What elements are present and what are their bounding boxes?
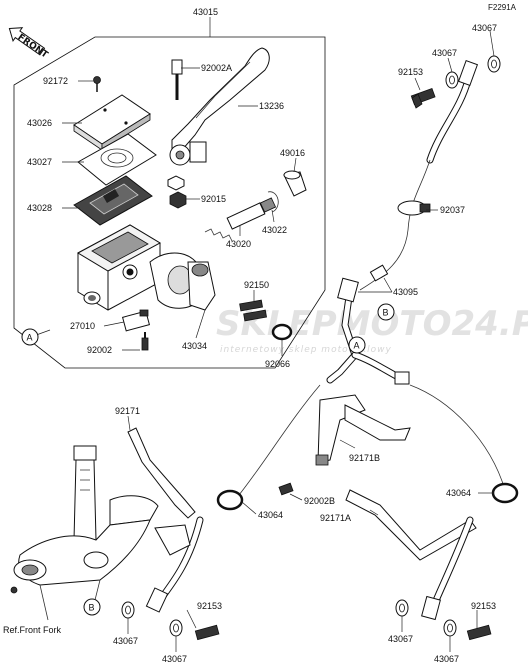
label-43067-bottom-right-lower: 43067	[434, 654, 459, 664]
grommet-icon	[216, 489, 244, 511]
circlip-icon	[267, 191, 279, 213]
washer-icon	[445, 71, 459, 89]
front-arrow-icon: FRONT	[8, 27, 51, 61]
label-43064-right: 43064	[446, 488, 471, 498]
label-43022: 43022	[262, 225, 287, 235]
washer-icon	[443, 619, 457, 637]
banjo-bolt-icon	[466, 624, 492, 641]
front-fork-icon	[10, 445, 159, 621]
label-92171b: 92171B	[349, 453, 380, 463]
screw-icon	[141, 332, 149, 351]
washer-icon	[169, 619, 183, 637]
reservoir-cap-icon	[73, 94, 151, 151]
label-43095: 43095	[393, 287, 418, 297]
label-27010: 27010	[70, 321, 95, 331]
brake-hose-left-icon	[145, 384, 321, 613]
dust-boot-icon	[283, 170, 307, 197]
label-43015: 43015	[193, 7, 218, 17]
callout-a-right: A	[348, 336, 366, 354]
label-92015: 92015	[201, 194, 226, 204]
washer-icon	[121, 601, 135, 619]
hose-bracket-icon	[345, 384, 506, 621]
o-ring-icon	[271, 323, 293, 341]
hose-bracket-icon	[127, 427, 196, 556]
label-92002a: 92002A	[201, 63, 232, 73]
svg-text:A: A	[27, 333, 33, 343]
pivot-bolt-icon	[171, 59, 183, 100]
label-92002b: 92002B	[304, 496, 335, 506]
assembly-outline	[13, 36, 326, 369]
label-43026: 43026	[27, 118, 52, 128]
watermark-main: SKLEPMOTO24.PL	[216, 304, 528, 344]
label-49016: 49016	[280, 148, 305, 158]
hose-splitter-icon	[326, 277, 410, 385]
ref-front-fork-label: Ref.Front Fork	[3, 625, 62, 635]
piston-kit-icon	[204, 197, 277, 242]
washer-icon	[487, 55, 501, 73]
label-43028: 43028	[27, 203, 52, 213]
screw-icon	[93, 76, 101, 92]
callout-b-right: B	[377, 303, 395, 321]
svg-text:B: B	[383, 308, 389, 318]
master-cylinder-body-icon	[76, 224, 216, 311]
svg-text:B: B	[89, 603, 95, 613]
label-43034: 43034	[182, 341, 207, 351]
diaphragm-icon	[73, 175, 153, 226]
diaphragm-plate-icon	[77, 133, 157, 186]
label-43067-bottom-left: 43067	[113, 636, 138, 646]
hose-bracket-icon	[315, 394, 411, 466]
label-92002: 92002	[87, 345, 112, 355]
label-92172: 92172	[43, 76, 68, 86]
hose-clamp-icon	[397, 200, 431, 216]
grommet-icon	[491, 482, 519, 504]
callout-b-fork: B	[83, 598, 101, 616]
figure-code: F2291A	[488, 3, 517, 12]
washer-icon	[395, 599, 409, 617]
svg-text:A: A	[354, 341, 360, 351]
banjo-bolt-icon	[194, 624, 220, 641]
label-43067-bottom-right: 43067	[388, 634, 413, 644]
brake-switch-icon	[121, 309, 151, 332]
label-43067-top-right: 43067	[472, 23, 497, 33]
label-92066: 92066	[265, 359, 290, 369]
label-92171: 92171	[115, 406, 140, 416]
label-92153-bottom-left: 92153	[197, 601, 222, 611]
label-43067-bottom-center: 43067	[162, 654, 187, 664]
label-92153-bottom-right: 92153	[471, 601, 496, 611]
label-43064-left: 43064	[258, 510, 283, 520]
clamp-bolt-icon	[239, 299, 267, 322]
brake-hose-upper-icon	[359, 59, 479, 291]
label-92150: 92150	[244, 280, 269, 290]
label-43020: 43020	[226, 239, 251, 249]
brake-lever-icon	[169, 47, 270, 166]
banjo-bolt-icon	[410, 87, 436, 109]
callout-a-left: A	[21, 328, 39, 346]
label-13236: 13236	[259, 101, 284, 111]
label-43027: 43027	[27, 157, 52, 167]
leader-lines	[27, 17, 495, 652]
nut-icon	[167, 175, 187, 209]
label-43067-top: 43067	[432, 48, 457, 58]
front-label: FRONT	[16, 33, 51, 61]
bolt-icon	[278, 482, 294, 496]
watermark-sub: internetowy sklep motocyklowy	[220, 345, 392, 355]
label-92171a: 92171A	[320, 513, 351, 523]
label-92037: 92037	[440, 205, 465, 215]
label-92153-top: 92153	[398, 67, 423, 77]
